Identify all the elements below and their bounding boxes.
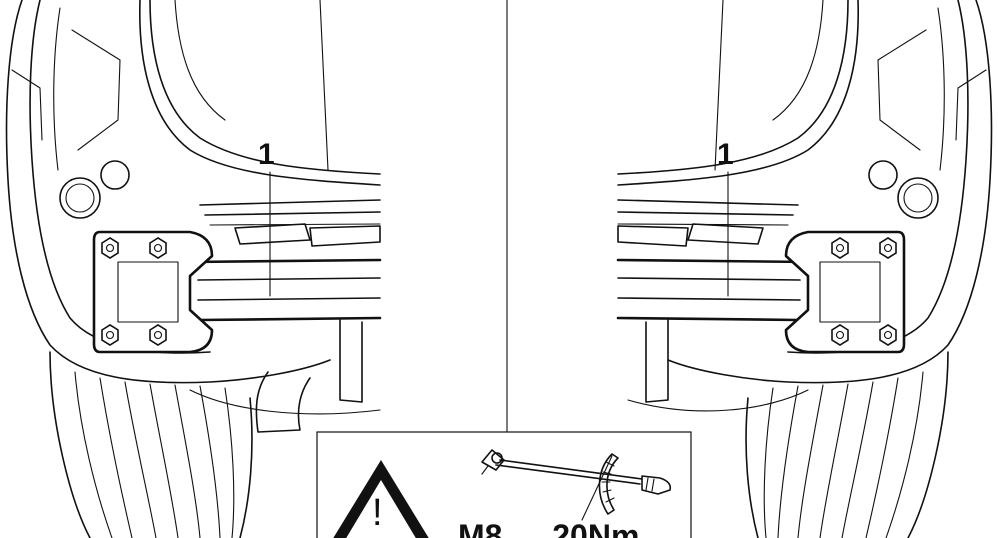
right-vehicle-view <box>616 0 993 538</box>
left-vehicle-view <box>5 0 382 538</box>
left-bolt-bottom-left <box>101 324 119 346</box>
left-bolt-top-left <box>101 237 119 259</box>
torque-wrench-icon <box>481 449 672 521</box>
svg-text:!: ! <box>372 492 383 534</box>
warning-triangle-icon: ! <box>333 460 429 538</box>
left-part-label: 1 <box>258 138 275 171</box>
left-bolt-bottom-right <box>149 324 167 346</box>
left-bolt-top-right <box>149 237 167 259</box>
torque-spec-text: M8 → 20Nm <box>458 518 639 538</box>
right-part-label: 1 <box>717 138 734 171</box>
torque-info-box: ! M8 → 20Nm <box>316 431 692 538</box>
